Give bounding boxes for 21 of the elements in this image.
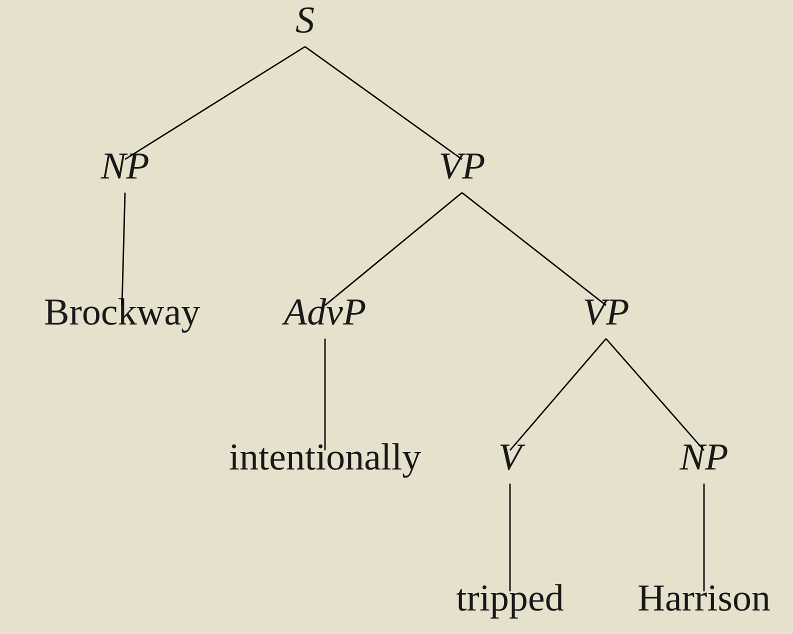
- category-label: NP: [679, 444, 728, 470]
- category-label: NP: [100, 154, 148, 178]
- category-label: VP: [584, 300, 628, 326]
- word-label: Brockway: [45, 298, 200, 333]
- category-label: S: [296, 7, 314, 33]
- tree-branch: [509, 484, 511, 592]
- tree-branch: [324, 192, 462, 306]
- word-label: Harrison: [638, 585, 770, 611]
- tree-branch: [304, 46, 462, 160]
- category-label: VP: [440, 154, 484, 180]
- word-label: tripped: [456, 584, 564, 619]
- category-label: V: [500, 444, 526, 470]
- tree-branch: [509, 338, 607, 451]
- category-label: AdvP: [282, 298, 366, 325]
- tree-branch: [124, 46, 306, 160]
- tree-branch: [605, 338, 705, 451]
- tree-branch: [703, 484, 705, 592]
- word-label: intentionally: [230, 443, 421, 478]
- tree-branch: [462, 192, 606, 306]
- tree-branch: [121, 192, 126, 306]
- tree-branch: [324, 338, 326, 450]
